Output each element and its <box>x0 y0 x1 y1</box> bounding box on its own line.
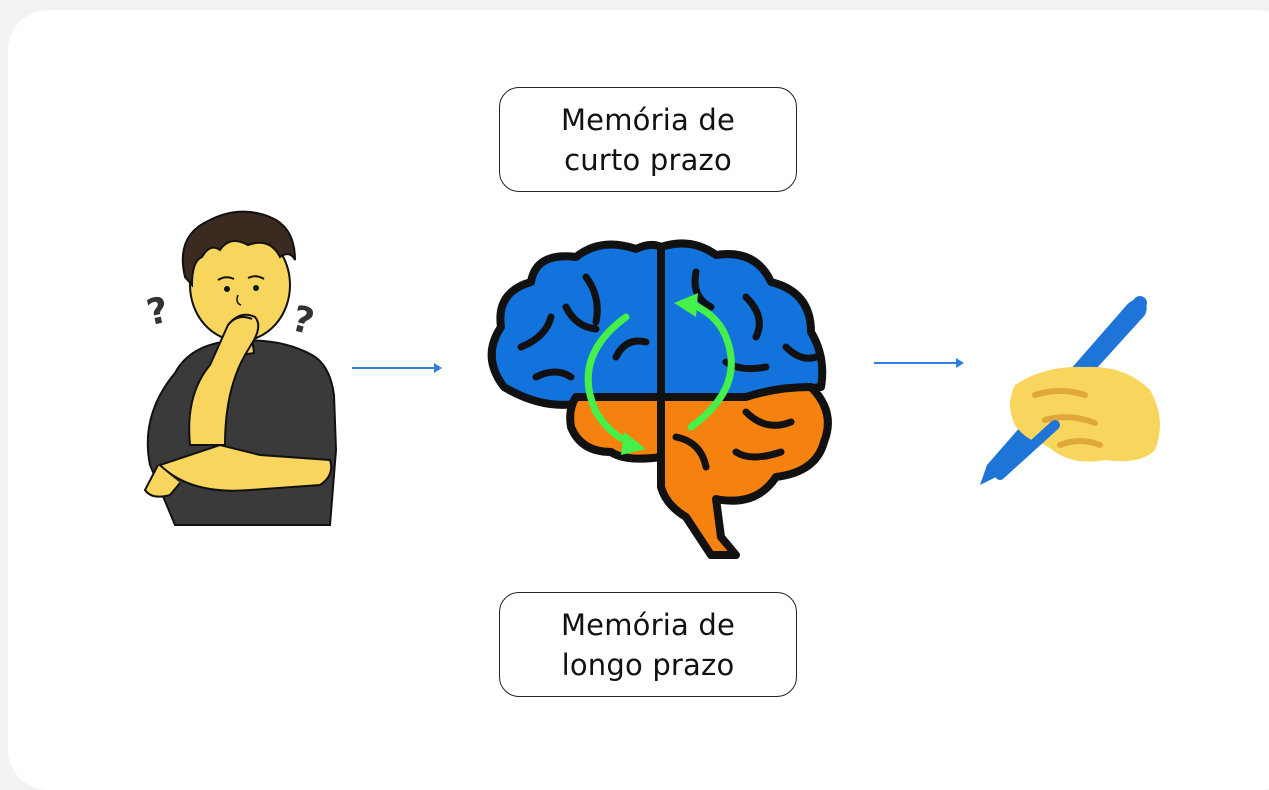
long-term-line2: longo prazo <box>561 647 735 682</box>
long-term-memory-label: Memória de longo prazo <box>499 592 797 697</box>
brain-icon <box>487 239 832 559</box>
thinking-person-icon: ? ? <box>143 210 338 526</box>
svg-text:?: ? <box>288 299 318 344</box>
short-term-line1: Memória de <box>560 102 736 137</box>
cycle-arrows-icon <box>584 293 735 455</box>
svg-text:?: ? <box>143 290 172 334</box>
writing-hand-icon <box>980 296 1160 485</box>
long-term-line1: Memória de <box>560 607 736 642</box>
short-term-line2: curto prazo <box>564 142 732 177</box>
arrow-right-icon <box>352 363 442 373</box>
arrow-right-icon <box>874 358 964 368</box>
short-term-memory-label: Memória de curto prazo <box>499 87 797 192</box>
